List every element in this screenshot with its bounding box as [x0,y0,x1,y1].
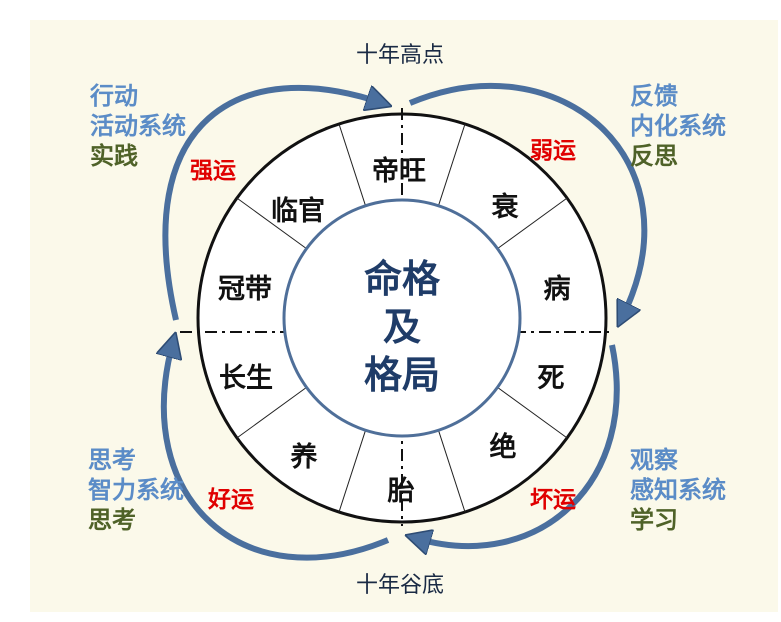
segment-tai: 胎 [388,476,415,507]
luck-bottom-left: 好运 [207,487,254,513]
corner-top-right-line-1: 反馈 [630,82,678,110]
segment-guandai: 冠带 [218,274,272,305]
arrow-bottom-right [415,344,620,546]
segment-jue: 绝 [490,431,517,463]
corner-bottom-left-line-2: 智力系统 [88,476,184,504]
segment-linguan: 临官 [271,195,325,227]
corner-bottom-right-line-1: 观察 [630,446,679,474]
segment-bing: 病 [544,274,571,305]
center-line-2: 及 [383,305,421,349]
segment-si: 死 [538,363,565,394]
corner-top-left-line-3: 实践 [90,142,138,170]
radial-dividers [236,123,568,513]
corner-bottom-left-line-3: 思考 [88,506,136,534]
luck-bottom-right: 坏运 [530,487,576,513]
corner-top-right-line-2: 内化系统 [630,112,726,140]
center-line-3: 格局 [364,353,440,397]
inner-circle [282,198,522,438]
corner-bottom-left-line-1: 思考 [88,446,136,474]
segment-shuai: 衰 [492,191,520,223]
corner-bottom-right-line-2: 感知系统 [630,476,726,504]
segment-changsheng: 长生 [219,363,273,394]
segment-yang: 养 [291,441,318,473]
arrow-bottom-left [164,342,390,561]
segment-diwang: 帝旺 [372,155,426,187]
center-line-1: 命格 [364,257,441,301]
top-label: 十年高点 [356,43,444,68]
bottom-label: 十年谷底 [356,573,444,598]
axis-lines [180,108,610,526]
corner-top-left-line-1: 行动 [89,82,138,110]
luck-top-left: 强运 [190,158,236,184]
corner-top-right-line-3: 反思 [630,142,678,170]
luck-top-right: 弱运 [530,138,576,164]
arrow-top-left [162,85,382,321]
corner-top-left-line-2: 活动系统 [90,112,186,140]
corner-bottom-right-line-3: 学习 [630,506,678,534]
arrow-top-right [408,82,648,318]
